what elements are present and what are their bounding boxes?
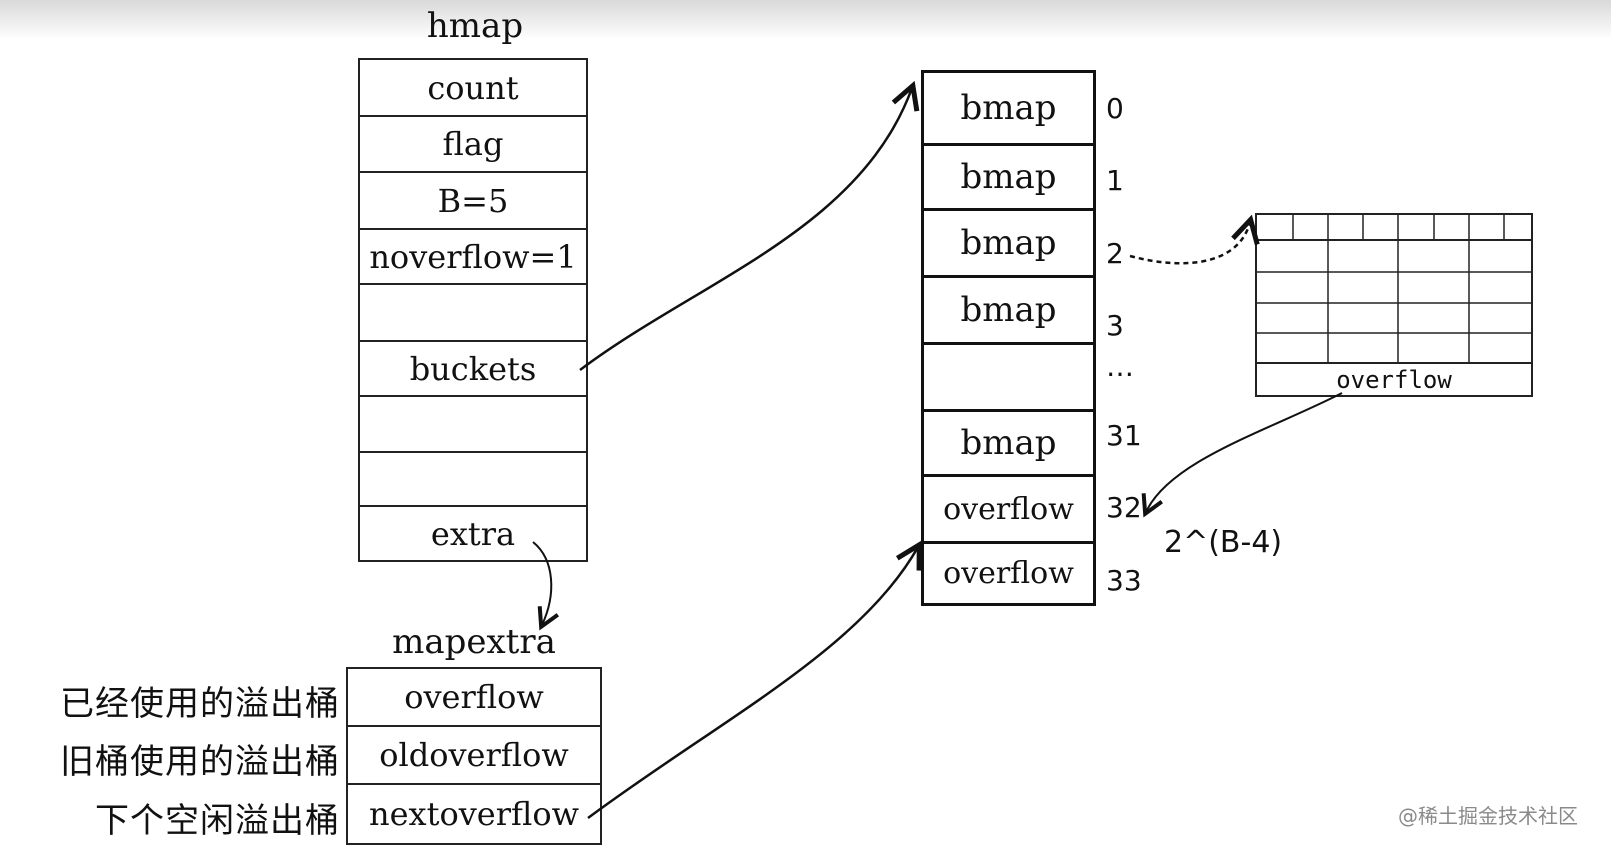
bucket-gap <box>921 342 1096 412</box>
bucket-index-ellipsis: … <box>1106 350 1134 383</box>
annotation-next-free-overflow: 下个空闲溢出桶 <box>95 801 340 841</box>
mapextra-title: mapextra <box>392 622 556 662</box>
bucket-index-31: 31 <box>1106 419 1142 452</box>
mapextra-field-overflow: overflow <box>346 667 602 727</box>
hmap-field-empty-1 <box>358 283 588 342</box>
hmap-field-noverflow: noverflow=1 <box>358 228 588 285</box>
overflow-count-formula: 2^(B-4) <box>1164 525 1283 560</box>
arrow-buckets-to-array <box>579 88 912 372</box>
annotation-used-overflow: 已经使用的溢出桶 <box>60 684 340 724</box>
bucket-31: bmap <box>921 409 1096 477</box>
bucket-32-overflow: overflow <box>921 474 1096 544</box>
hmap-field-empty-2 <box>358 395 588 453</box>
arrow-bucket2-to-detail <box>1129 222 1250 265</box>
bucket-2: bmap <box>921 208 1096 278</box>
bucket-index-32: 32 <box>1106 491 1142 524</box>
bucket-index-33: 33 <box>1106 564 1142 597</box>
bucket-33-overflow: overflow <box>921 541 1096 606</box>
annotation-old-overflow: 旧桶使用的溢出桶 <box>60 742 340 782</box>
hmap-field-empty-3 <box>358 451 588 507</box>
hmap-field-buckets: buckets <box>358 340 588 397</box>
hmap-field-count: count <box>358 58 588 117</box>
bucket-0: bmap <box>921 70 1096 146</box>
hmap-field-extra: extra <box>358 505 588 562</box>
mapextra-field-nextoverflow: nextoverflow <box>346 783 602 845</box>
arrow-nextoverflow-to-overflow <box>587 547 918 820</box>
top-shade <box>0 0 1611 40</box>
bucket-index-3: 3 <box>1106 309 1124 342</box>
bucket-index-2: 2 <box>1106 237 1124 270</box>
bucket-index-0: 0 <box>1106 92 1124 125</box>
watermark: @稀土掘金技术社区 <box>1398 804 1578 828</box>
mapextra-field-oldoverflow: oldoverflow <box>346 725 602 785</box>
bucket-1: bmap <box>921 143 1096 211</box>
bmap-detail-overflow-label: overflow <box>1336 366 1452 394</box>
bucket-index-1: 1 <box>1106 164 1124 197</box>
arrow-detail-overflow-to-bucket32 <box>1146 392 1343 512</box>
hmap-field-flag: flag <box>358 115 588 173</box>
bucket-3: bmap <box>921 275 1096 345</box>
hmap-field-b: B=5 <box>358 171 588 230</box>
hmap-title: hmap <box>426 6 524 46</box>
